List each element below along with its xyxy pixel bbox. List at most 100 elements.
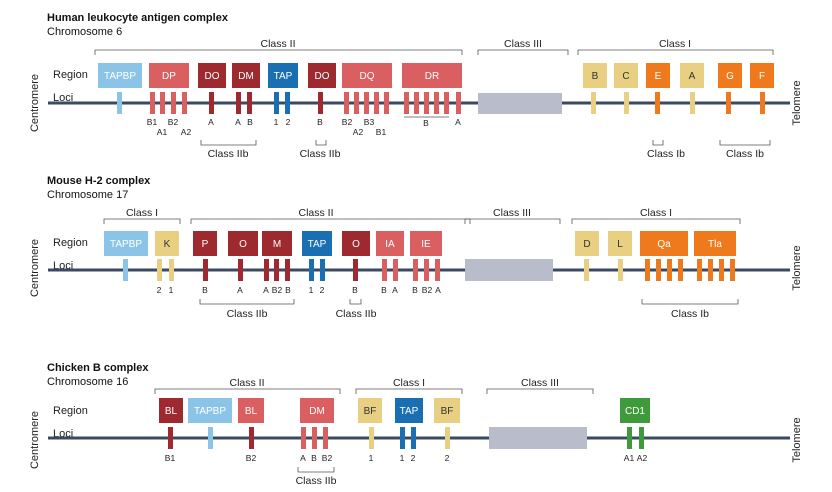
mouse-locus-k2 — [157, 259, 162, 281]
human-region-do-1 — [198, 63, 226, 88]
chicken-locus-label-bf2: 2 — [445, 453, 450, 463]
human-region-f — [750, 63, 774, 88]
mouse-region-o-2-label: O — [352, 239, 360, 250]
human-locus-dq-b3 — [364, 92, 369, 114]
chicken-region-cd1 — [620, 398, 650, 423]
mouse-locus-label-ie-b2: B2 — [422, 285, 433, 295]
mouse-locus-o-b — [353, 259, 358, 281]
human-region-do-1-label: DO — [205, 71, 220, 82]
mouse-region-d — [575, 231, 599, 256]
human-region-dq — [342, 63, 392, 88]
chicken-locus-cd1-a2 — [639, 427, 644, 449]
mouse-class-iib-bracket-1 — [199, 299, 295, 305]
chicken-locus-label-b2: B2 — [246, 453, 257, 463]
human-chromosome: Chromosome 6 — [47, 26, 122, 38]
mouse-class-ib-label: Class Ib — [671, 308, 709, 320]
chicken-region-tapbp — [188, 398, 232, 423]
chicken-class-iii-bracket — [486, 388, 594, 394]
mouse-locus-label-m-a: A — [263, 285, 269, 295]
human-class-iib-bracket-2 — [315, 140, 327, 146]
chicken-region-bf-2 — [434, 398, 460, 423]
human-panel: Human leukocyte antigen complex Chromoso… — [29, 12, 803, 160]
mouse-region-p-label: P — [202, 239, 209, 250]
chicken-region-cd1-label: CD1 — [625, 406, 645, 417]
human-loci-label: Loci — [53, 92, 73, 104]
human-locus-dp-a2 — [182, 92, 187, 114]
human-region-b-label: B — [592, 71, 599, 82]
mouse-locus-label-p-b: B — [202, 285, 208, 295]
mouse-region-o-1 — [228, 231, 258, 256]
chicken-locus-tapbp — [208, 427, 213, 449]
chicken-region-bf-1-label: BF — [364, 406, 377, 417]
mouse-locus-qa-1 — [645, 259, 650, 281]
mouse-locus-label-o-b: B — [352, 285, 358, 295]
mouse-telomere: Telomere — [791, 245, 803, 290]
human-locus-b — [591, 92, 596, 114]
chicken-region-tapbp-label: TAPBP — [194, 406, 226, 417]
mouse-region-ia-label: IA — [385, 239, 395, 250]
mouse-class-i-left-bracket — [103, 218, 181, 224]
chicken-locus-dm-b2 — [323, 427, 328, 449]
mouse-locus-label-tap1: 1 — [309, 285, 314, 295]
mouse-region-m-label: M — [273, 239, 281, 250]
human-locus-do-a — [209, 92, 214, 114]
human-locus-tap1 — [274, 92, 279, 114]
chicken-class-iib-label: Class IIb — [296, 475, 337, 487]
mouse-class-iii-bracket — [464, 218, 561, 224]
chicken-region-bl-1 — [159, 398, 183, 423]
chicken-locus-b2 — [249, 427, 254, 449]
chicken-locus-label-bf1: 1 — [369, 453, 374, 463]
mouse-locus-qa-3 — [667, 259, 672, 281]
mouse-region-qa-label: Qa — [657, 239, 671, 250]
mouse-class-ii-bracket — [190, 218, 471, 224]
human-region-tapbp — [98, 63, 142, 88]
mouse-class-i-left-label: Class I — [126, 207, 158, 219]
mouse-locus-tla-1 — [697, 259, 702, 281]
mouse-region-k-label: K — [164, 239, 171, 250]
chicken-region-bl-1-label: BL — [165, 406, 178, 417]
mouse-loci-bars — [123, 259, 735, 281]
mouse-region-qa — [640, 231, 688, 256]
human-region-a-label: A — [689, 71, 696, 82]
mouse-locus-label-k2: 2 — [157, 285, 162, 295]
human-class-iib-bracket-1 — [200, 140, 257, 146]
human-locus-label-dq-b1: B1 — [376, 127, 387, 137]
chicken-locus-bf2 — [445, 427, 450, 449]
mouse-locus-ie-b2 — [424, 259, 429, 281]
chicken-region-bl-2 — [238, 398, 264, 423]
human-locus-a — [690, 92, 695, 114]
chicken-class-iib-bracket — [297, 467, 335, 473]
human-locus-f — [760, 92, 765, 114]
human-region-dp-label: DP — [162, 71, 176, 82]
mouse-locus-ia-a — [393, 259, 398, 281]
human-loci-bars — [117, 92, 765, 114]
human-locus-dm-a — [236, 92, 241, 114]
chicken-locus-label-dm-a: A — [300, 453, 306, 463]
mouse-region-o-1-label: O — [239, 239, 247, 250]
human-locus-label-dq-b3: B3 — [364, 117, 375, 127]
chicken-region-label: Region — [53, 405, 88, 417]
human-locus-g — [726, 92, 731, 114]
mouse-locus-tla-2 — [708, 259, 713, 281]
mouse-locus-tapbp — [123, 259, 128, 281]
human-locus-label-tap2: 2 — [286, 117, 291, 127]
human-region-tapbp-label: TAPBP — [104, 71, 136, 82]
mouse-region-tapbp-label: TAPBP — [110, 239, 142, 250]
mouse-class-i-right-bracket — [571, 218, 741, 224]
mouse-panel: Mouse H-2 complex Chromosome 17 Region L… — [29, 175, 803, 320]
human-locus-label-a2: A2 — [181, 127, 192, 137]
chicken-class-i-label: Class I — [393, 377, 425, 389]
mouse-locus-k1 — [169, 259, 174, 281]
human-locus-label-dq-b2: B2 — [342, 117, 353, 127]
mouse-class-iii-block — [465, 259, 553, 281]
mouse-region-tla-label: Tla — [708, 239, 722, 250]
human-locus-dq-a2 — [354, 92, 359, 114]
mouse-locus-label-m-b: B — [285, 285, 291, 295]
mouse-region-label: Region — [53, 237, 88, 249]
mouse-locus-m-b2 — [274, 259, 279, 281]
human-title: Human leukocyte antigen complex — [47, 12, 229, 24]
mouse-class-iib-label-1: Class IIb — [227, 308, 268, 320]
human-locus-tapbp — [117, 92, 122, 114]
human-locus-label-dr-a: A — [455, 117, 461, 127]
